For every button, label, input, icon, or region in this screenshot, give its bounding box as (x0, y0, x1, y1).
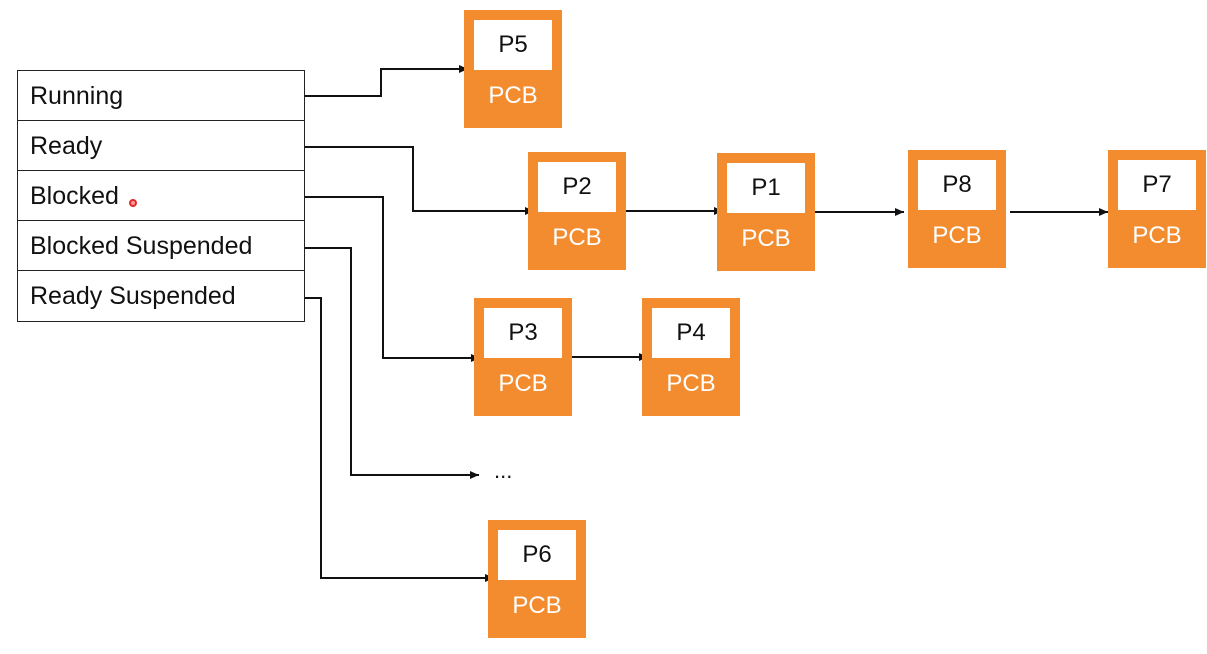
process-name: P6 (498, 530, 576, 580)
more-processes-ellipsis: ... (494, 458, 513, 483)
state-ready-suspended: Ready Suspended (30, 282, 236, 310)
process-name: P5 (474, 20, 552, 70)
process-name: P8 (918, 160, 996, 210)
ready-suspended-connector (290, 297, 494, 582)
ready-connector (290, 146, 534, 215)
process-name: P3 (484, 308, 562, 358)
process-name: P7 (1118, 160, 1196, 210)
pcb-label: PCB (1132, 222, 1182, 249)
pcb-p5: P5 PCB (464, 10, 562, 128)
process-name: P2 (538, 162, 616, 212)
pcb-p6: P6 PCB (488, 520, 586, 638)
pcb-p8: P8 PCB (908, 150, 1006, 268)
pcb-label: PCB (552, 224, 602, 251)
process-name: P4 (652, 308, 730, 358)
state-ready: Ready (18, 121, 304, 171)
blocked-suspended-connector (286, 247, 479, 479)
pcb-label: PCB (512, 592, 562, 619)
pcb-label: PCB (498, 370, 548, 397)
state-blocked: Blocked (18, 171, 304, 221)
pointer-indicator (129, 199, 137, 207)
pcb-p3: P3 PCB (474, 298, 572, 416)
pcb-label: PCB (741, 225, 791, 252)
pcb-p2: P2 PCB (528, 152, 626, 270)
pcb-label: PCB (666, 370, 716, 397)
state-blocked-suspended: Blocked Suspended (18, 221, 304, 271)
process-name: P1 (727, 163, 805, 213)
running-connector (297, 65, 468, 97)
pcb-label: PCB (932, 222, 982, 249)
pcb-p4: P4 PCB (642, 298, 740, 416)
process-state-table: Running Ready Blocked Blocked Suspended … (17, 70, 305, 322)
pcb-p1: P1 PCB (717, 153, 815, 271)
pcb-label: PCB (488, 82, 538, 109)
blocked-connector (286, 196, 480, 362)
pcb-p7: P7 PCB (1108, 150, 1206, 268)
state-running: Running (18, 71, 304, 121)
